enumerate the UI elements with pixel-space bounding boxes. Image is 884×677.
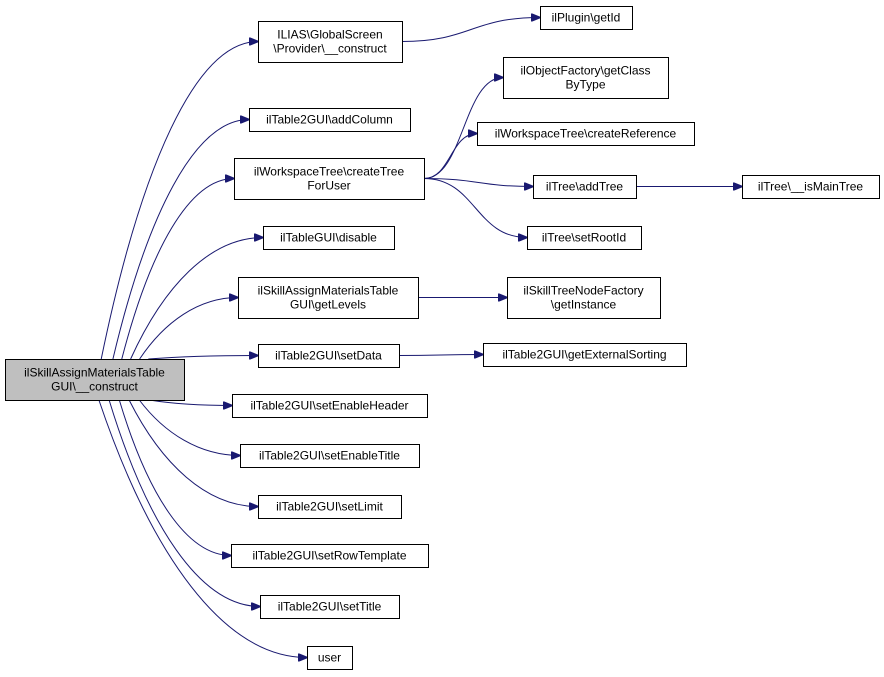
node-box: [263, 226, 395, 250]
node-setroot[interactable]: ilTree\setRootId: [527, 226, 642, 250]
node-label: ilTable2GUI\setData: [275, 349, 382, 363]
node-box: [231, 544, 429, 568]
node-label: ilSkillTreeNodeFactory: [523, 284, 643, 298]
node-label: ilTable2GUI\getExternalSorting: [502, 348, 666, 362]
node-entitle[interactable]: ilTable2GUI\setEnableTitle: [240, 444, 420, 468]
node-label: ilTable2GUI\setEnableTitle: [259, 449, 400, 463]
nodes: ilSkillAssignMaterialsTableGUI\__constru…: [5, 6, 880, 670]
node-box: [477, 122, 695, 146]
node-label: ByType: [565, 78, 605, 92]
edge-setdata-to-extsort: [398, 355, 483, 356]
node-limit[interactable]: ilTable2GUI\setLimit: [258, 495, 402, 519]
node-ismain[interactable]: ilTree\__isMainTree: [742, 175, 880, 199]
node-label: \getInstance: [551, 298, 617, 312]
node-box: [527, 226, 642, 250]
node-box: [5, 359, 185, 401]
edge-root-to-title: [108, 399, 260, 607]
node-box: [483, 343, 687, 367]
node-label: ilTree\setRootId: [542, 231, 626, 245]
node-root[interactable]: ilSkillAssignMaterialsTableGUI\__constru…: [5, 359, 185, 401]
edges: [98, 18, 742, 658]
node-label: ilSkillAssignMaterialsTable: [24, 366, 165, 380]
node-enhdr[interactable]: ilTable2GUI\setEnableHeader: [232, 394, 428, 418]
node-label: ilTable2GUI\setLimit: [276, 500, 383, 514]
edge-root-to-rowtpl: [118, 399, 231, 556]
node-box: [258, 495, 402, 519]
node-label: ilTable2GUI\setRowTemplate: [252, 549, 406, 563]
edge-root-to-setdata: [148, 356, 258, 360]
node-title[interactable]: ilTable2GUI\setTitle: [260, 595, 400, 619]
node-box: [232, 394, 428, 418]
node-box: [258, 344, 400, 368]
node-box: [234, 158, 425, 200]
node-rowtpl[interactable]: ilTable2GUI\setRowTemplate: [231, 544, 429, 568]
edge-root-to-disable: [130, 238, 263, 360]
node-extsort[interactable]: ilTable2GUI\getExternalSorting: [483, 343, 687, 367]
node-addtree[interactable]: ilTree\addTree: [533, 175, 637, 199]
node-disable[interactable]: ilTableGUI\disable: [263, 226, 395, 250]
node-label: \Provider\__construct: [273, 42, 387, 56]
node-nodefac[interactable]: ilSkillTreeNodeFactory\getInstance: [507, 277, 661, 319]
node-box: [503, 57, 669, 99]
edge-root-to-wscreatetree: [121, 179, 234, 360]
edge-root-to-addcol: [112, 120, 249, 360]
node-label: ilTree\__isMainTree: [758, 180, 863, 194]
edge-root-to-limit: [128, 399, 258, 507]
node-box: [249, 108, 411, 132]
node-box: [533, 175, 637, 199]
node-label: ilSkillAssignMaterialsTable: [258, 284, 399, 298]
node-gsprov[interactable]: ILIAS\GlobalScreen\Provider\__construct: [258, 21, 403, 63]
edge-root-to-entitle: [138, 399, 240, 456]
node-box: [540, 6, 633, 30]
node-label: ilPlugin\getId: [552, 11, 621, 25]
node-setdata[interactable]: ilTable2GUI\setData: [258, 344, 400, 368]
node-label: user: [318, 651, 341, 665]
node-user[interactable]: user: [307, 646, 353, 670]
node-wscreateref[interactable]: ilWorkspaceTree\createReference: [477, 122, 695, 146]
edge-wscreatetree-to-setroot: [423, 178, 527, 238]
node-box: [742, 175, 880, 199]
node-box: [238, 277, 419, 319]
node-box: [307, 646, 353, 670]
node-addcol[interactable]: ilTable2GUI\addColumn: [249, 108, 411, 132]
node-label: ilObjectFactory\getClass: [520, 64, 650, 78]
node-label: ilWorkspaceTree\createReference: [495, 127, 677, 141]
edge-root-to-getlevels: [139, 298, 238, 360]
node-box: [507, 277, 661, 319]
node-label: GUI\__construct: [51, 380, 138, 394]
node-label: ilTable2GUI\addColumn: [266, 113, 393, 127]
node-label: ilWorkspaceTree\createTree: [254, 165, 405, 179]
edge-root-to-gsprov: [100, 42, 258, 360]
edge-wscreatetree-to-addtree: [423, 178, 533, 187]
node-plugin[interactable]: ilPlugin\getId: [540, 6, 633, 30]
node-label: ilTable2GUI\setTitle: [278, 600, 382, 614]
node-box: [260, 595, 400, 619]
node-box: [258, 21, 403, 63]
edge-root-to-user: [98, 399, 307, 658]
edge-wscreatetree-to-wscreateref: [423, 134, 477, 179]
node-label: ilTable2GUI\setEnableHeader: [250, 399, 408, 413]
node-label: ilTree\addTree: [546, 180, 623, 194]
edge-gsprov-to-plugin: [401, 18, 540, 42]
node-label: ILIAS\GlobalScreen: [277, 28, 382, 42]
node-label: ilTableGUI\disable: [280, 231, 377, 245]
node-label: GUI\getLevels: [290, 298, 366, 312]
node-label: ForUser: [307, 179, 350, 193]
node-box: [240, 444, 420, 468]
